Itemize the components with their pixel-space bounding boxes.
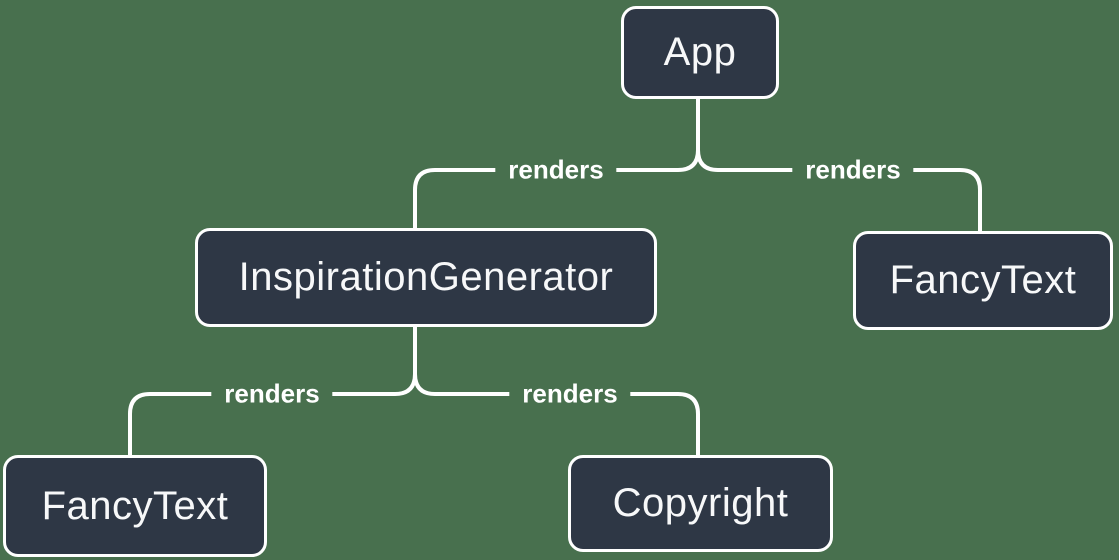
edge-label-renders-app-fancytext: renders xyxy=(792,152,914,188)
edge-label-renders-inspirationgenerator-fancytext: renders xyxy=(211,376,333,412)
node-inspiration-generator-label: InspirationGenerator xyxy=(238,255,614,299)
node-app-label: App xyxy=(663,30,737,74)
edge-label-renders-inspirationgenerator-copyright: renders xyxy=(509,376,631,412)
node-copyright-label: Copyright xyxy=(612,481,789,525)
node-inspiration-generator: InspirationGenerator xyxy=(195,228,657,327)
node-fancy-text-left-label: FancyText xyxy=(41,483,229,528)
node-copyright: Copyright xyxy=(568,455,833,552)
node-fancy-text-left: FancyText xyxy=(3,455,267,557)
edge-label-renders-app-inspirationgenerator: renders xyxy=(495,152,617,188)
node-fancy-text-right: FancyText xyxy=(853,231,1113,330)
node-fancy-text-right-label: FancyText xyxy=(889,258,1077,302)
node-app: App xyxy=(621,6,779,99)
